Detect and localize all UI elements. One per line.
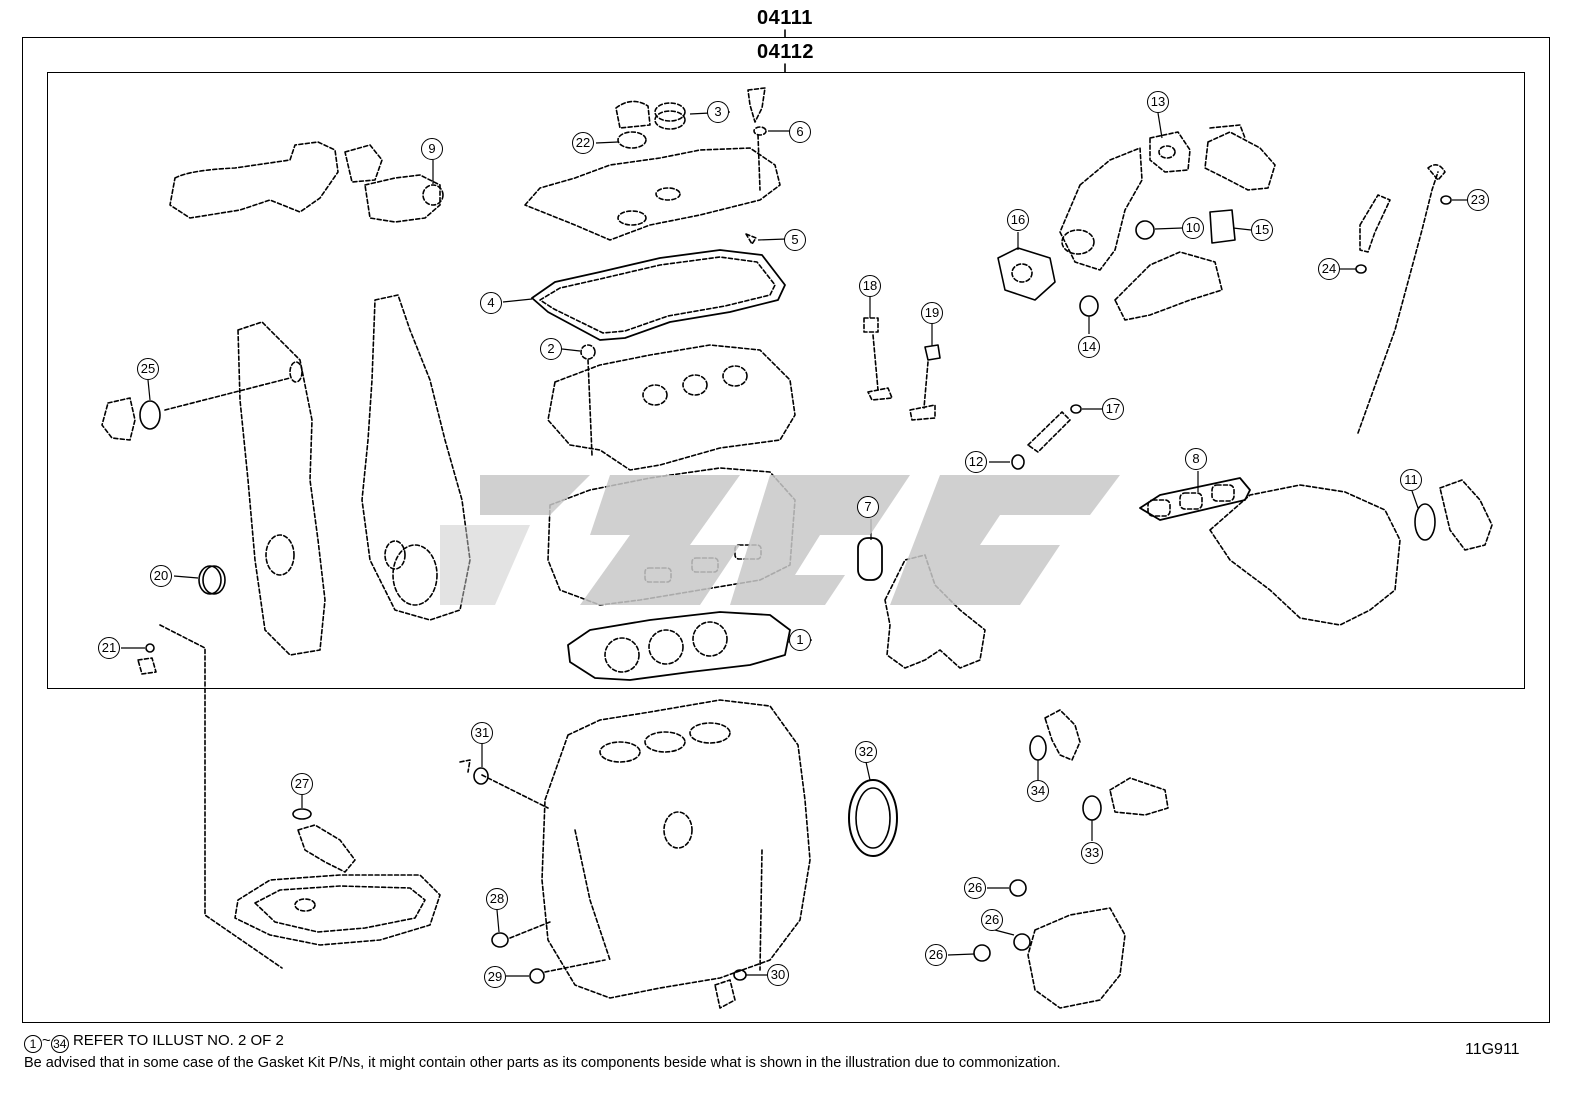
callout-5[interactable]: 5 xyxy=(784,229,806,251)
callout-23[interactable]: 23 xyxy=(1467,189,1489,211)
callout-30[interactable]: 30 xyxy=(767,964,789,986)
ref-start-circle: 1 xyxy=(24,1035,42,1053)
callout-33[interactable]: 33 xyxy=(1081,842,1103,864)
callout-10[interactable]: 10 xyxy=(1182,217,1204,239)
callout-13[interactable]: 13 xyxy=(1147,91,1169,113)
kit-code-inner: 04112 xyxy=(757,41,815,63)
footer-reference: 1~34 REFER TO ILLUST NO. 2 OF 2 xyxy=(24,1032,284,1053)
callout-7[interactable]: 7 xyxy=(857,496,879,518)
footer-note: Be advised that in some case of the Gask… xyxy=(24,1055,1061,1071)
inner-kit-frame xyxy=(47,72,1525,689)
callout-20[interactable]: 20 xyxy=(150,565,172,587)
callout-27[interactable]: 27 xyxy=(291,773,313,795)
callout-25[interactable]: 25 xyxy=(137,358,159,380)
callout-12[interactable]: 12 xyxy=(965,451,987,473)
callout-26b[interactable]: 26 xyxy=(981,909,1003,931)
ref-text: REFER TO ILLUST NO. 2 OF 2 xyxy=(72,1032,284,1049)
callout-18[interactable]: 18 xyxy=(859,275,881,297)
callout-17[interactable]: 17 xyxy=(1102,398,1124,420)
callout-26a[interactable]: 26 xyxy=(964,877,986,899)
callout-11[interactable]: 11 xyxy=(1400,469,1422,491)
diagram-code: 11G911 xyxy=(1465,1041,1520,1058)
callout-8[interactable]: 8 xyxy=(1185,448,1207,470)
callout-31[interactable]: 31 xyxy=(471,722,493,744)
ref-tilde: ~ xyxy=(42,1032,51,1049)
callout-22[interactable]: 22 xyxy=(572,132,594,154)
callout-34[interactable]: 34 xyxy=(1027,780,1049,802)
callout-1[interactable]: 1 xyxy=(789,629,811,651)
callout-3[interactable]: 3 xyxy=(707,101,729,123)
callout-15[interactable]: 15 xyxy=(1251,219,1273,241)
callout-29[interactable]: 29 xyxy=(484,966,506,988)
callout-28[interactable]: 28 xyxy=(486,888,508,910)
callout-9[interactable]: 9 xyxy=(421,138,443,160)
callout-6[interactable]: 6 xyxy=(789,121,811,143)
kit-code-outer: 04111 xyxy=(757,7,813,29)
callout-26c[interactable]: 26 xyxy=(925,944,947,966)
ref-end-circle: 34 xyxy=(50,1035,69,1053)
callout-2[interactable]: 2 xyxy=(540,338,562,360)
callout-4[interactable]: 4 xyxy=(480,292,502,314)
callout-32[interactable]: 32 xyxy=(855,741,877,763)
callout-14[interactable]: 14 xyxy=(1078,336,1100,358)
callout-19[interactable]: 19 xyxy=(921,302,943,324)
outer-kit-frame xyxy=(22,37,1550,1023)
callout-24[interactable]: 24 xyxy=(1318,258,1340,280)
callout-16[interactable]: 16 xyxy=(1007,209,1029,231)
callout-21[interactable]: 21 xyxy=(98,637,120,659)
